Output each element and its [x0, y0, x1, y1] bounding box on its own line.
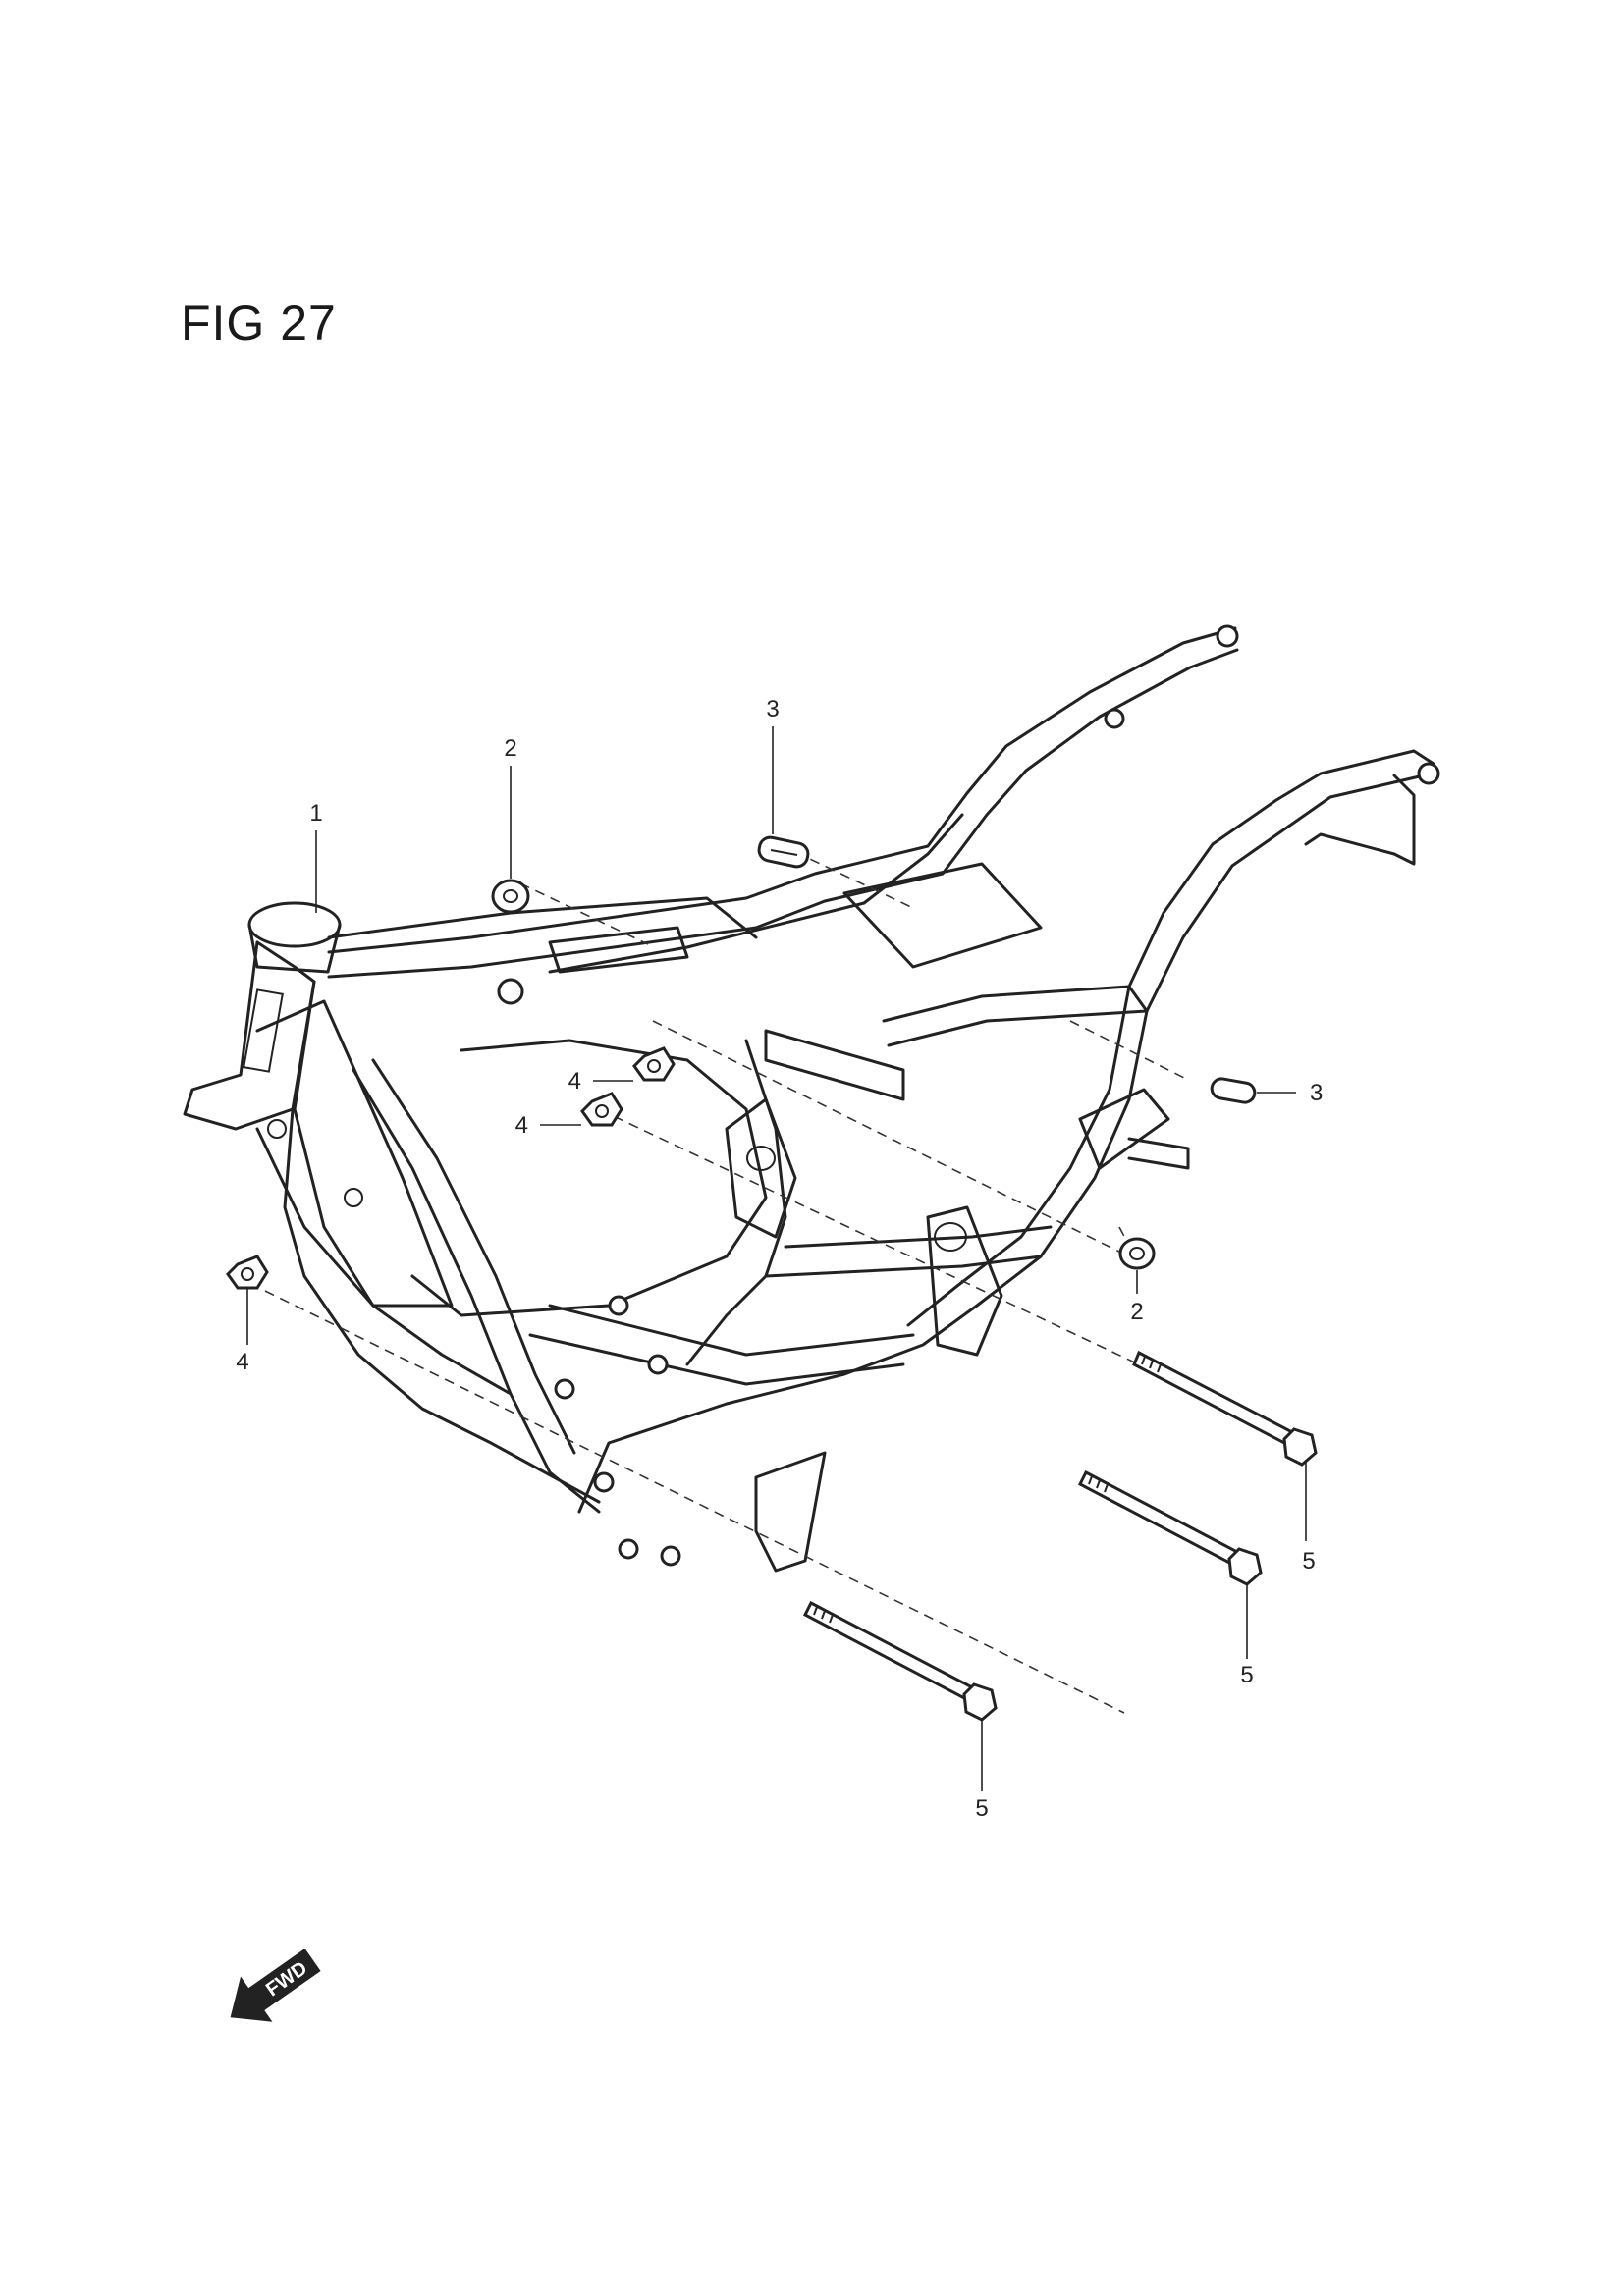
frame-assembly [183, 624, 1440, 1573]
callout-5-middle: 5 [1240, 1662, 1253, 1688]
callout-1: 1 [309, 800, 322, 827]
callout-5-top: 5 [1302, 1548, 1315, 1575]
callout-4-middle: 4 [515, 1112, 528, 1139]
callout-5-bottom: 5 [975, 1795, 988, 1822]
leader-lines [246, 726, 1307, 1791]
grommet-part-2-top [491, 879, 530, 914]
damper-part-3-top [757, 835, 810, 869]
nut-part-4-left [226, 1255, 269, 1290]
figure-title: FIG 27 [181, 295, 337, 350]
bolt-part-5-middle [1078, 1469, 1263, 1586]
grommet-part-2-right [1118, 1237, 1156, 1270]
bolt-part-5-bottom [803, 1600, 998, 1722]
nut-part-4-middle [580, 1092, 623, 1127]
bolt-part-5-top [1132, 1350, 1318, 1467]
callout-labels: 1 2 2 3 3 4 4 4 5 5 5 [236, 696, 1323, 1822]
callout-3-right: 3 [1310, 1080, 1323, 1106]
callout-3-top: 3 [766, 696, 779, 722]
callout-4-upper: 4 [568, 1068, 581, 1095]
fwd-arrow-icon: FWD [230, 1949, 321, 2022]
alignment-lines [264, 851, 1189, 1714]
callout-2-right: 2 [1130, 1299, 1143, 1325]
damper-part-3-right [1210, 1077, 1257, 1104]
head-tube-cap [247, 901, 342, 948]
callout-4-left: 4 [236, 1349, 248, 1375]
nut-part-4-upper [632, 1046, 676, 1082]
callout-2-top: 2 [504, 735, 516, 762]
